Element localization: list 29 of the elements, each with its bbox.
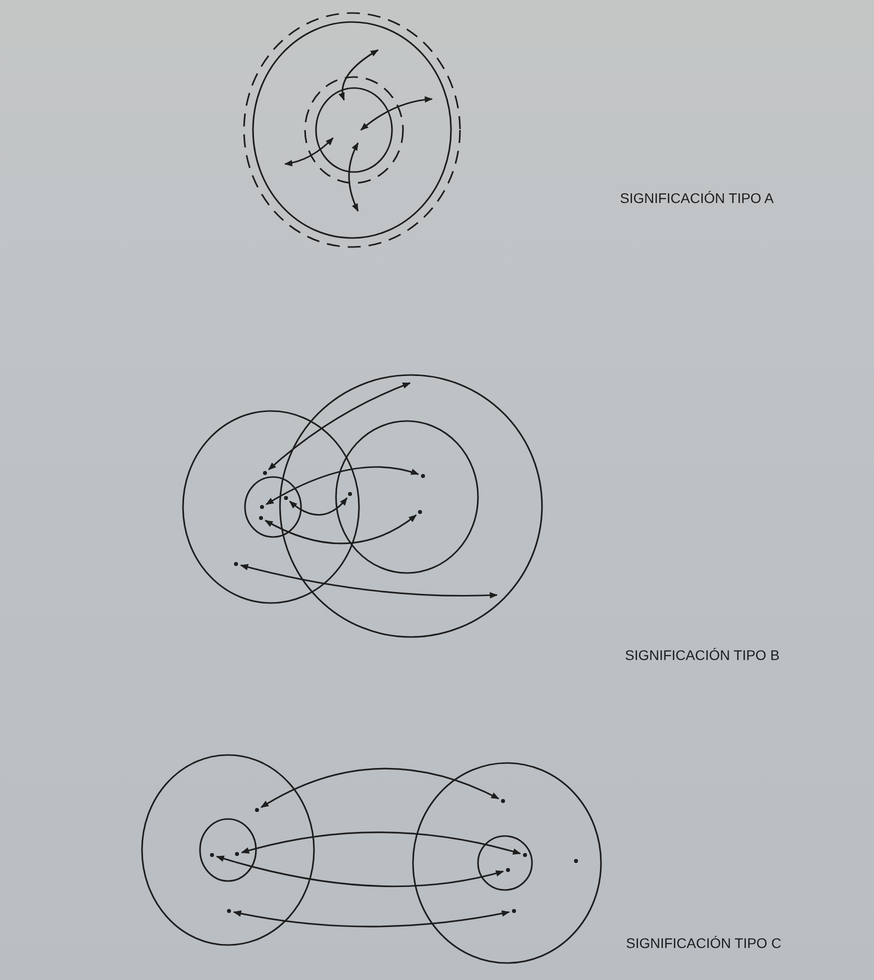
double-arrow (268, 382, 411, 470)
point-dot (227, 909, 231, 913)
double-arrow (260, 768, 500, 808)
point-dot (210, 853, 214, 857)
point-dot (506, 868, 510, 872)
point-dot (421, 474, 425, 478)
point-dot (234, 562, 238, 566)
point-dot (418, 510, 422, 514)
double-arrow (240, 564, 498, 598)
point-dot (574, 859, 578, 863)
point-dot (512, 909, 516, 913)
point-dot (263, 471, 267, 475)
diagram-caption: SIGNIFICACIÓN TIPO C (626, 935, 782, 951)
double-arrow (216, 855, 504, 888)
double-arrow (233, 910, 510, 928)
point-dot (255, 808, 259, 812)
double-arrow (264, 514, 417, 544)
point-dot (523, 853, 527, 857)
point-dot (284, 496, 288, 500)
point-dot (235, 852, 239, 856)
point-dot (259, 516, 263, 520)
diagram-caption: SIGNIFICACIÓN TIPO A (620, 190, 774, 206)
double-arrow (266, 466, 420, 506)
point-dot (260, 505, 264, 509)
diagram-caption: SIGNIFICACIÓN TIPO B (625, 647, 780, 663)
point-dot (348, 492, 352, 496)
double-arrow (289, 497, 348, 516)
point-dot (501, 799, 505, 803)
double-arrow (241, 832, 521, 855)
